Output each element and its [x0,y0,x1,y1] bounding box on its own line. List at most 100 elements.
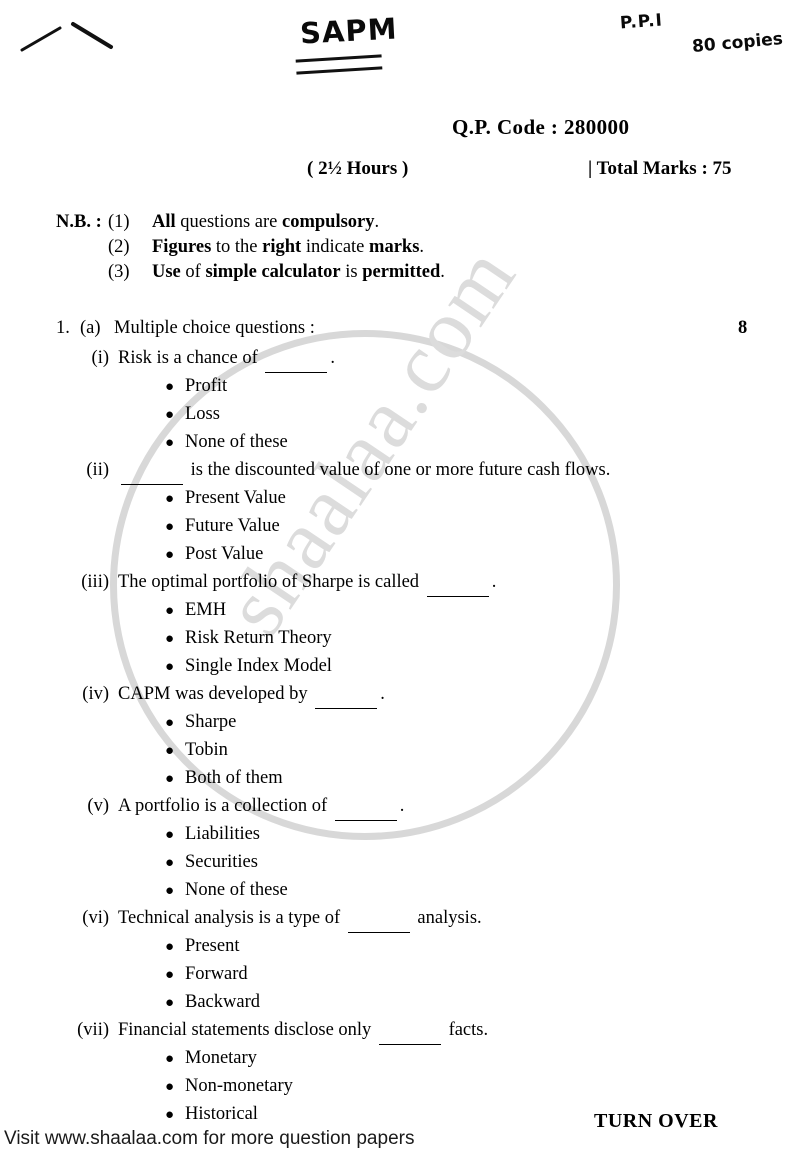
instruction-row: (3) Use of simple calculator is permitte… [56,260,445,285]
bullet-icon: ● [164,967,174,983]
bullet-icon: ● [164,519,174,535]
mcq-option-label: Loss [185,404,220,424]
mcq-roman-number: (iv) [82,684,109,704]
mcq-option-label: Present Value [185,488,286,508]
mcq-option-label: Tobin [185,740,228,760]
handwritten-ppi: P.P.I [619,10,664,34]
mcq-stem-text: The optimal portfolio of Sharpe is calle… [118,569,496,597]
mcq-option[interactable]: ● Post Value [56,541,756,569]
mcq-roman-number: (v) [87,796,109,816]
mcq-option[interactable]: ● Future Value [56,513,756,541]
mcq-stem-before: The optimal portfolio of Sharpe is calle… [118,572,424,592]
instructions-block: N.B. : (1) All questions are compulsory.… [56,210,445,285]
mcq-option-label: None of these [185,432,288,452]
mcq-stem-text: CAPM was developed by . [118,681,385,709]
bullet-icon: ● [164,1107,174,1123]
mcq-option[interactable]: ● Tobin [56,737,756,765]
mcq-option[interactable]: ●Liabilities [56,821,756,849]
mcq-option[interactable]: ● Present Value [56,485,756,513]
bullet-icon: ● [164,659,174,675]
mcq-option[interactable]: ●Historical [56,1101,756,1129]
mcq-stem: (ii) is the discounted value of one or m… [56,457,756,485]
fill-in-blank [378,1017,441,1045]
mcq-option[interactable]: ●Profit [56,373,756,401]
mcq-option-label: Backward [185,992,260,1012]
mcq-stem: (vii)Financial statements disclose only … [56,1017,756,1045]
mcq-options: ●Present●Forward●Backward [56,933,756,1017]
fill-in-blank [315,681,378,709]
mcq-option[interactable]: ●None of these [56,429,756,457]
mcq-stem-after: analysis. [412,908,482,928]
exam-duration: ( 2½ Hours ) [307,158,409,179]
mcq-option[interactable]: ●Securities [56,849,756,877]
mcq-option[interactable]: ● Loss [56,401,756,429]
fill-in-blank [334,793,397,821]
mcq-option[interactable]: ●Sharpe [56,709,756,737]
emphasis-text: compulsory [282,212,375,232]
emphasis-text: marks [369,237,420,257]
bullet-icon: ● [164,491,174,507]
fill-in-blank [347,905,410,933]
mcq-option[interactable]: ●Present [56,933,756,961]
mcq-option-label: Liabilities [185,824,261,844]
bullet-icon: ● [164,1079,174,1095]
site-footer-text: Visit www.shaalaa.com for more question … [4,1128,415,1149]
bullet-icon: ● [164,743,174,759]
plain-text: . [440,262,445,282]
instruction-number: (1) [108,212,130,232]
mcq-option-label: Future Value [185,516,280,536]
mcq-option[interactable]: ●Both of them [56,765,756,793]
mcq-option-label: Present [185,936,240,956]
mcq-stem: (v)A portfolio is a collection of . [56,793,756,821]
mcq-item: (vii)Financial statements disclose only … [56,1017,756,1129]
emphasis-text: All [152,212,176,232]
mcq-stem-text: Technical analysis is a type of analysis… [118,905,482,933]
mcq-stem-after: . [399,796,405,816]
mcq-option[interactable]: ● Non-monetary [56,1073,756,1101]
emphasis-text: permitted [362,262,441,282]
mcq-option[interactable]: ● Monetary [56,1045,756,1073]
instruction-text: Figures to the right indicate marks. [152,235,424,260]
plain-text: . [374,212,380,232]
mcq-option[interactable]: ●Single Index Model [56,653,756,681]
mcq-roman-number: (iii) [81,572,109,592]
bullet-icon: ● [164,883,174,899]
mcq-option[interactable]: ●EMH [56,597,756,625]
mcq-option-label: EMH [185,600,227,620]
mcq-stem-before: Financial statements disclose only [118,1020,376,1040]
handwritten-subject: SAPM [299,11,399,51]
question-marks: 8 [738,318,748,338]
mcq-option[interactable]: ●None of these [56,877,756,905]
mcq-option-label: Non-monetary [185,1076,293,1096]
bullet-icon: ● [164,407,174,423]
plain-text: questions are [175,212,282,232]
bullet-icon: ● [164,547,174,563]
plain-text: indicate [301,237,370,257]
turn-over-label: TURN OVER [594,1110,718,1132]
mcq-stem-after: facts. [443,1020,489,1040]
mcq-item: (iii) The optimal portfolio of Sharpe is … [56,569,756,681]
mcq-options: ●EMH●Risk Return Theory●Single Index Mod… [56,597,756,681]
mcq-stem-before: Risk is a chance of [118,348,263,368]
mcq-option-label: Post Value [185,544,264,564]
mcq-option-label: Monetary [185,1048,257,1068]
mcq-options: ● Present Value ● Future Value ● Post Value [56,485,756,569]
fill-in-blank [121,457,183,485]
bullet-icon: ● [164,855,174,871]
emphasis-text: Figures [152,237,212,257]
mcq-option[interactable]: ●Risk Return Theory [56,625,756,653]
mcq-stem-after: . [380,684,385,704]
plain-text: to the [211,237,263,257]
bullet-icon: ● [164,1051,174,1067]
question-1: 1. (a) Multiple choice questions : 8 (i)… [56,318,756,1129]
mcq-roman-number: (vii) [77,1020,109,1040]
mcq-option[interactable]: ●Forward [56,961,756,989]
mcq-stem: (iii) The optimal portfolio of Sharpe is … [56,569,756,597]
mcq-stem-after: . [491,572,497,592]
plain-text: of [180,262,206,282]
question-sub-label: (a) [80,318,101,338]
mcq-option[interactable]: ●Backward [56,989,756,1017]
mcq-item: (vi)Technical analysis is a type of anal… [56,905,756,1017]
mcq-stem-text: Risk is a chance of . [118,345,335,373]
